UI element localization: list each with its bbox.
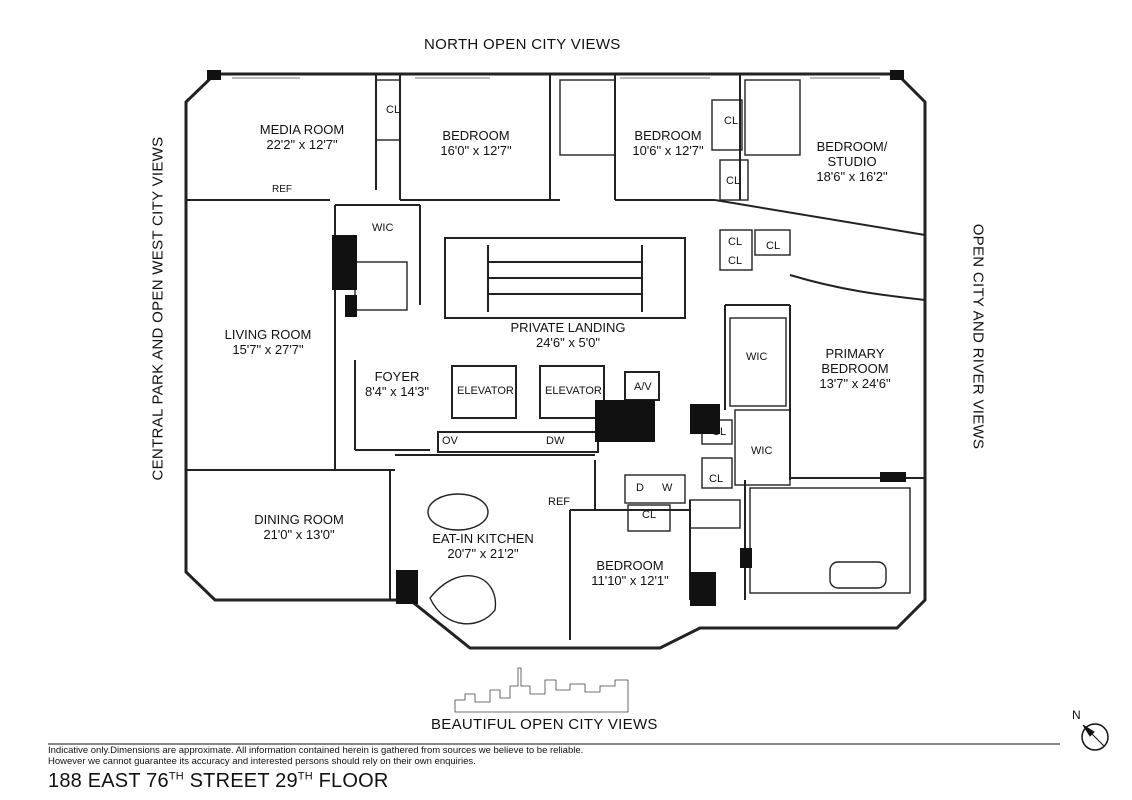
elevator-label: ELEVATOR (457, 385, 514, 397)
wic-label: WIC (751, 445, 773, 457)
dryer-label: D (636, 482, 644, 494)
oven-label: OV (442, 435, 458, 447)
room-dimensions: 24'6" x 5'0" (535, 335, 601, 350)
room-living-room: LIVING ROOM 15'7" x 27'7" (225, 327, 312, 357)
address-part: FLOOR (312, 770, 389, 792)
north-view-label: NORTH OPEN CITY VIEWS (424, 36, 621, 53)
wic-label: WIC (746, 351, 768, 363)
west-view-label: CENTRAL PARK AND OPEN WEST CITY VIEWS (149, 136, 167, 481)
address-part: 188 EAST 76 (48, 770, 169, 792)
east-view-label: OPEN CITY AND RIVER VIEWS (969, 223, 987, 450)
room-eat-in-kitchen: EAT-IN KITCHEN 20'7" x 21'2" (432, 531, 534, 561)
closets-baths (354, 79, 911, 625)
room-name: BEDROOM/ STUDIO (816, 139, 888, 169)
address-part: STREET 29 (183, 770, 298, 792)
closet-label: CL (709, 473, 724, 485)
ref-label: REF (548, 496, 570, 508)
room-name: EAT-IN KITCHEN (432, 531, 534, 546)
address-sup: TH (297, 770, 313, 783)
elevator-label: ELEVATOR (545, 385, 602, 397)
closet-label: CL (766, 240, 781, 252)
closet-label: CL (712, 426, 727, 438)
room-foyer: FOYER 8'4" x 14'3" (365, 369, 429, 399)
room-name: BEDROOM (442, 128, 510, 143)
room-dimensions: 20'7" x 21'2" (447, 546, 519, 561)
room-name: MEDIA ROOM (259, 122, 345, 137)
address-title: 188 EAST 76TH STREET 29TH FLOOR (48, 770, 389, 793)
room-bedroom-small: BEDROOM 10'6" x 12'7" (632, 128, 703, 158)
primary-bedroom-curve (789, 274, 926, 301)
disclaimer-line: However we cannot guarantee its accuracy… (48, 756, 476, 767)
compass-icon (1081, 723, 1109, 751)
room-dimensions: 22'2" x 12'7" (266, 137, 338, 152)
disclaimer-line: Indicative only.Dimensions are approxima… (48, 745, 584, 756)
disclaimer: Indicative only.Dimensions are approxima… (48, 745, 583, 767)
room-dimensions: 15'7" x 27'7" (232, 342, 304, 357)
wic-label: WIC (372, 222, 394, 234)
washer-label: W (662, 482, 673, 494)
room-bedroom-north: BEDROOM 16'0" x 12'7" (440, 128, 511, 158)
room-name: FOYER (374, 369, 420, 384)
av-label: A/V (634, 381, 652, 393)
exterior-wall (184, 72, 927, 650)
room-primary-bedroom: PRIMARY BEDROOM 13'7" x 24'6" (800, 346, 910, 391)
closet-label: CL (726, 175, 741, 187)
room-name: BEDROOM (634, 128, 702, 143)
room-bedroom-south: BEDROOM 11'10" x 12'1" (591, 558, 669, 588)
room-dimensions: 16'0" x 12'7" (440, 143, 512, 158)
room-name: LIVING ROOM (224, 327, 312, 342)
room-bedroom-studio: BEDROOM/ STUDIO 18'6" x 16'2" (807, 139, 897, 184)
closet-label: CL (642, 509, 657, 521)
closet-label: CL (724, 115, 739, 127)
room-dimensions: 8'4" x 14'3" (364, 384, 430, 399)
closet-label: CL (728, 255, 743, 267)
room-dimensions: 11'10" x 12'1" (591, 573, 669, 588)
skyline-icon (454, 667, 629, 713)
room-dimensions: 10'6" x 12'7" (632, 143, 704, 158)
room-name: DINING ROOM (254, 512, 344, 527)
room-dimensions: 13'7" x 24'6" (819, 376, 891, 391)
room-dimensions: 18'6" x 16'2" (816, 169, 888, 184)
closet-label: CL (728, 236, 743, 248)
stair-core (437, 237, 686, 453)
ref-label: REF (272, 184, 292, 195)
room-name: PRIMARY BEDROOM (821, 346, 889, 376)
room-private-landing: PRIVATE LANDING 24'6" x 5'0" (510, 320, 625, 350)
dishwasher-label: DW (546, 435, 565, 447)
room-name: PRIVATE LANDING (510, 320, 626, 335)
room-dining-room: DINING ROOM 21'0" x 13'0" (254, 512, 344, 542)
address-sup: TH (168, 770, 184, 783)
room-dimensions: 21'0" x 13'0" (263, 527, 335, 542)
closet-label: CL (386, 104, 401, 116)
south-view-label: BEAUTIFUL OPEN CITY VIEWS (431, 716, 658, 733)
compass-north-label: N (1072, 708, 1081, 722)
structural-columns (207, 70, 906, 606)
room-media-room: MEDIA ROOM 22'2" x 12'7" (260, 122, 345, 152)
room-name: BEDROOM (596, 558, 664, 573)
